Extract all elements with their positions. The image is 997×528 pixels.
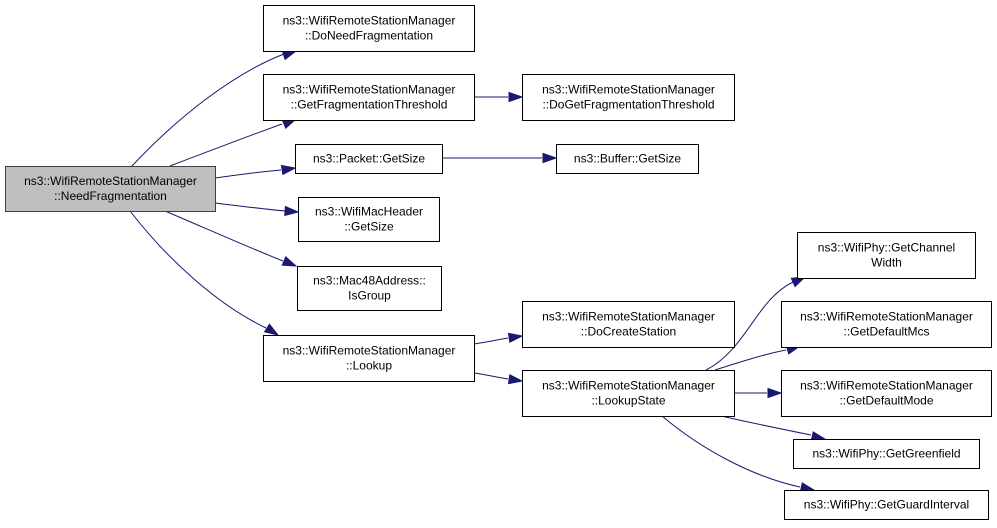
node-lookup-state[interactable]: ns3::WifiRemoteStationManager::LookupSta…	[522, 370, 735, 417]
node-label-line: ns3::WifiRemoteStationManager	[800, 379, 973, 393]
node-box	[522, 74, 735, 121]
edge-line	[705, 281, 794, 371]
edge-line	[164, 210, 284, 262]
node-label-line: ::NeedFragmentation	[54, 189, 167, 203]
node-label-line: ::LookupState	[591, 394, 665, 408]
node-label-line: ns3::WifiPhy::GetGreenfield	[812, 447, 960, 461]
node-do-need-frag[interactable]: ns3::WifiRemoteStationManager::DoNeedFra…	[263, 5, 475, 52]
edge-line	[214, 202, 286, 212]
edge-need-frag-to-get-frag-thresh	[169, 118, 298, 167]
arrowhead-icon	[281, 256, 298, 267]
node-label-line: ns3::Packet::GetSize	[313, 152, 425, 166]
node-box	[793, 439, 980, 469]
node-mac48-isgroup[interactable]: ns3::Mac48Address::IsGroup	[297, 266, 442, 311]
edge-get-frag-thresh-to-do-get-frag-thresh	[474, 91, 524, 103]
node-packet-getsize[interactable]: ns3::Packet::GetSize	[295, 144, 443, 174]
node-box	[522, 301, 735, 348]
node-default-mcs[interactable]: ns3::WifiRemoteStationManager::GetDefaul…	[781, 301, 992, 348]
arrowhead-icon	[280, 164, 297, 176]
node-label-line: ::DoCreateStation	[581, 325, 676, 339]
node-do-create-station[interactable]: ns3::WifiRemoteStationManager::DoCreateS…	[522, 301, 735, 348]
node-box	[297, 266, 442, 311]
edge-line	[661, 415, 801, 488]
node-label-line: ::GetDefaultMcs	[843, 325, 929, 339]
arrowhead-icon	[284, 205, 300, 217]
node-default-mode[interactable]: ns3::WifiRemoteStationManager::GetDefaul…	[781, 370, 992, 417]
edge-lookup-to-lookup-state	[473, 372, 524, 385]
node-greenfield[interactable]: ns3::WifiPhy::GetGreenfield	[793, 439, 980, 469]
node-label-line: IsGroup	[348, 289, 391, 303]
edge-line	[129, 210, 267, 329]
edge-lookup-state-to-greenfield	[720, 415, 827, 442]
node-label-line: ns3::WifiRemoteStationManager	[542, 310, 715, 324]
node-box	[263, 5, 475, 52]
node-box	[781, 301, 992, 348]
node-guard-interval[interactable]: ns3::WifiPhy::GetGuardInterval	[784, 490, 989, 520]
edge-need-frag-to-packet-getsize	[214, 164, 297, 179]
node-label-line: ns3::Buffer::GetSize	[574, 152, 681, 166]
node-box	[295, 144, 443, 174]
node-label-line: ::DoNeedFragmentation	[305, 29, 433, 43]
edge-need-frag-to-machdr-getsize	[214, 202, 300, 217]
node-label-line: ns3::Mac48Address::	[313, 274, 426, 288]
edge-line	[473, 372, 509, 380]
nodes-layer: ns3::WifiRemoteStationManager::NeedFragm…	[5, 5, 992, 520]
arrowhead-icon	[507, 373, 524, 385]
node-box	[522, 370, 735, 417]
node-label-line: ns3::WifiRemoteStationManager	[542, 83, 715, 97]
node-label-line: ::GetDefaultMode	[839, 394, 933, 408]
node-label-line: ::GetFragmentationThreshold	[291, 98, 448, 112]
node-get-frag-thresh[interactable]: ns3::WifiRemoteStationManager::GetFragme…	[263, 74, 475, 121]
node-label-line: ::DoGetFragmentationThreshold	[542, 98, 714, 112]
node-label-line: ns3::WifiRemoteStationManager	[800, 310, 973, 324]
node-label-line: Width	[871, 256, 902, 270]
node-label-line: ::GetSize	[344, 220, 394, 234]
node-label-line: ns3::WifiMacHeader	[315, 205, 423, 219]
edge-line	[720, 415, 812, 436]
arrowhead-icon	[281, 50, 298, 61]
edge-lookup-to-do-create-station	[473, 332, 524, 345]
node-box	[797, 232, 976, 279]
edge-packet-getsize-to-buffer-getsize	[442, 152, 558, 164]
edge-need-frag-to-mac48-isgroup	[164, 210, 298, 267]
node-label-line: ns3::WifiRemoteStationManager	[283, 344, 456, 358]
node-need-frag: ns3::WifiRemoteStationManager::NeedFragm…	[5, 166, 216, 212]
edge-lookup-state-to-default-mode	[734, 387, 783, 399]
node-box	[263, 74, 475, 121]
arrowhead-icon	[508, 91, 524, 103]
arrowhead-icon	[542, 152, 558, 164]
node-label-line: ns3::WifiRemoteStationManager	[283, 83, 456, 97]
arrowhead-icon	[507, 332, 524, 344]
edge-lookup-state-to-guard-interval	[661, 415, 816, 493]
node-lookup[interactable]: ns3::WifiRemoteStationManager::Lookup	[263, 335, 475, 382]
node-box	[784, 490, 989, 520]
node-label-line: ns3::WifiRemoteStationManager	[283, 14, 456, 28]
node-label-line: ns3::WifiPhy::GetChannel	[818, 241, 955, 255]
edge-line	[473, 337, 509, 345]
node-box	[298, 197, 440, 242]
edge-line	[714, 349, 787, 371]
node-box	[5, 166, 216, 212]
node-label-line: ::Lookup	[346, 359, 392, 373]
edge-lookup-state-to-default-mcs	[714, 344, 802, 371]
node-machdr-getsize[interactable]: ns3::WifiMacHeader::GetSize	[298, 197, 440, 242]
node-box	[556, 144, 699, 174]
node-do-get-frag-thresh[interactable]: ns3::WifiRemoteStationManager::DoGetFrag…	[522, 74, 735, 121]
edge-line	[169, 123, 283, 167]
node-label-line: ns3::WifiRemoteStationManager	[542, 379, 715, 393]
node-box	[263, 335, 475, 382]
edge-need-frag-to-lookup	[129, 210, 280, 336]
node-box	[781, 370, 992, 417]
edge-line	[214, 169, 282, 179]
arrowhead-icon	[767, 387, 783, 399]
arrowhead-icon	[263, 323, 280, 336]
edge-line	[131, 53, 285, 167]
node-buffer-getsize[interactable]: ns3::Buffer::GetSize	[556, 144, 699, 174]
node-label-line: ns3::WifiRemoteStationManager	[24, 174, 197, 188]
node-label-line: ns3::WifiPhy::GetGuardInterval	[804, 498, 969, 512]
